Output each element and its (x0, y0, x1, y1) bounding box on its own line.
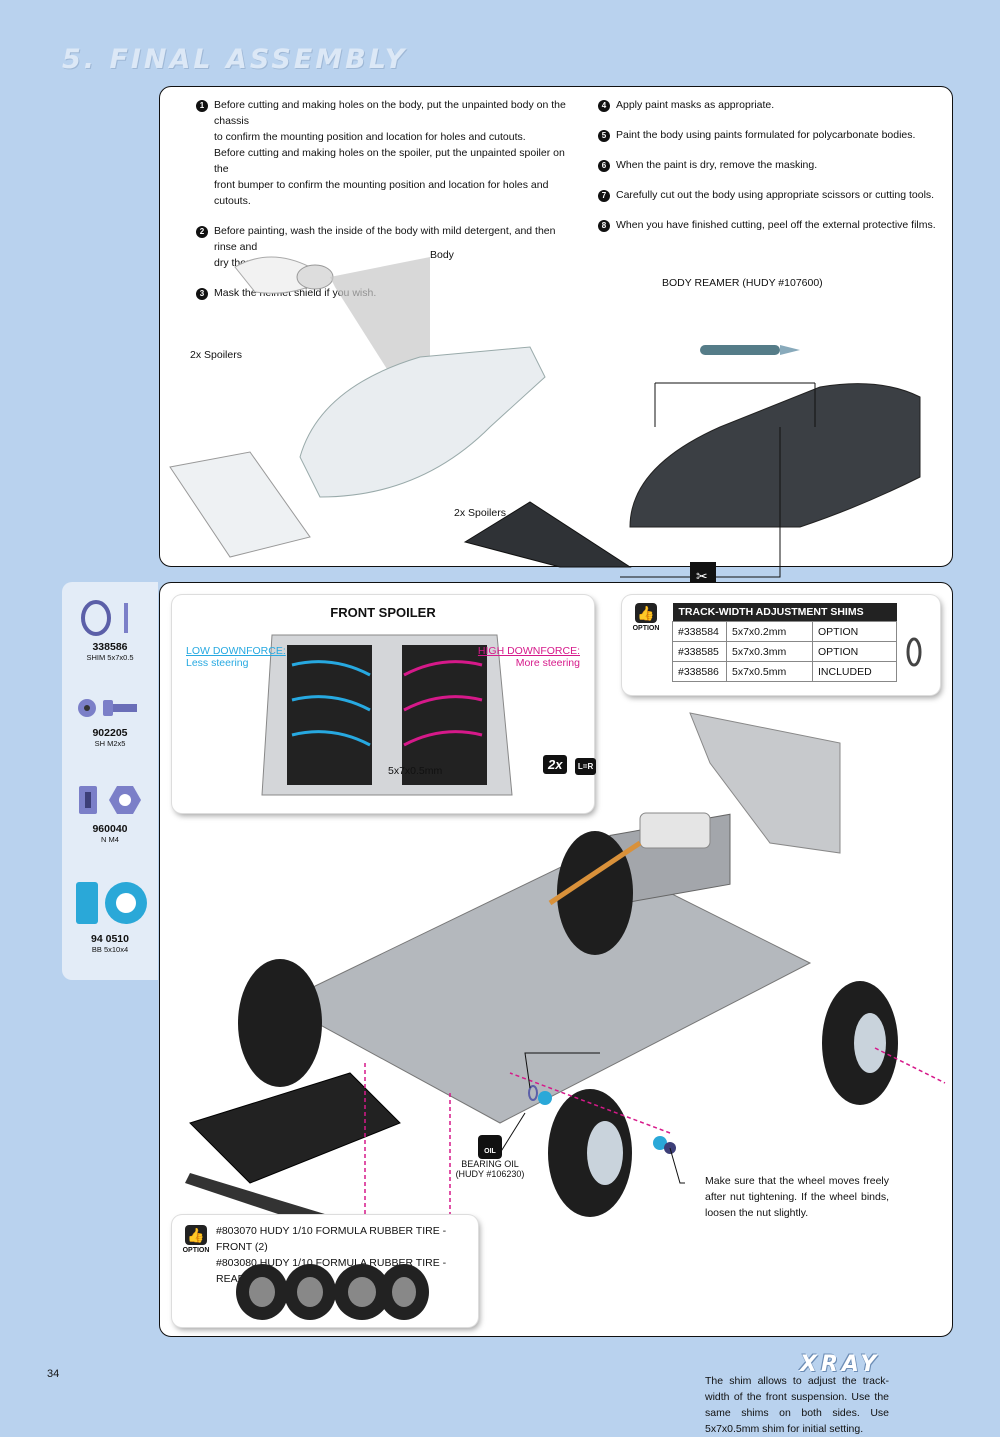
option-badge-shims: 👍 OPTION (632, 603, 660, 632)
front-spoiler-title: FRONT SPOILER (330, 605, 436, 620)
car-chassis-illustration (185, 712, 946, 1258)
parts-sidebar: 338586 SHIM 5x7x0.5 902205 SH M2x5 96004… (62, 582, 158, 980)
list-item: #803070 HUDY 1/10 FORMULA RUBBER TIRE - … (216, 1225, 447, 1253)
part-shim: 338586 SHIM 5x7x0.5 (62, 600, 158, 662)
oil-icon: OIL (478, 1135, 502, 1159)
page-title: 5. FINAL ASSEMBLY (62, 44, 408, 75)
shims-table-header: TRACK-WIDTH ADJUSTMENT SHIMS (672, 603, 897, 622)
thumbs-up-icon: 👍 (185, 1225, 207, 1245)
page-number: 34 (47, 1368, 60, 1380)
part-nut: 960040 N M4 (62, 782, 158, 844)
bearing-oil: OIL BEARING OIL (HUDY #106230) (450, 1135, 530, 1179)
shim-note: The shim allows to adjust the track-widt… (705, 1375, 889, 1435)
shims-box: 👍 OPTION TRACK-WIDTH ADJUSTMENT SHIMS #3… (622, 595, 940, 695)
chassis-assembly-panel: FRONT SPOILER LOW DOWNFORCE: Less steeri… (159, 582, 953, 1435)
front-spoiler-box: FRONT SPOILER LOW DOWNFORCE: Less steeri… (172, 595, 594, 813)
tires-image (236, 1264, 429, 1320)
multiplier-badge: 2x (543, 755, 568, 774)
svg-text:✂: ✂ (696, 568, 708, 584)
left-equals-right-badge: L=R (574, 758, 597, 775)
body-illustration: ✂ (169, 256, 921, 588)
xray-logo: XRAY (800, 1352, 881, 1377)
body-label: Body (430, 249, 454, 261)
low-downforce: LOW DOWNFORCE: Less steering (186, 645, 286, 669)
spoilers-label-left: 2x Spoilers (190, 349, 242, 361)
high-downforce: HIGH DOWNFORCE: More steering (477, 645, 580, 669)
multiplier-badges: 2x L=R (543, 755, 597, 775)
part-bearing: 94 0510 BB 5x10x4 (62, 878, 158, 954)
tire-list: #803070 HUDY 1/10 FORMULA RUBBER TIRE - … (216, 1223, 478, 1287)
part-screw: 902205 SH M2x5 (62, 694, 158, 748)
thumbs-up-icon: 👍 (635, 603, 657, 623)
spoilers-label-bottom: 2x Spoilers (454, 507, 506, 519)
option-badge-tires: 👍 OPTION (182, 1225, 210, 1254)
tires-box: 👍 OPTION #803070 HUDY 1/10 FORMULA RUBBE… (172, 1215, 478, 1327)
wheel-note: Make sure that the wheel moves freely af… (705, 1175, 889, 1219)
reamer-label: BODY REAMER (HUDY #107600) (662, 277, 823, 289)
nut-icon (79, 786, 141, 814)
shim-size-label: 5x7x0.5mm (388, 765, 443, 777)
shim-ring-icon (906, 637, 922, 667)
shim-icon (81, 600, 128, 636)
bearing-icon (76, 882, 147, 924)
screw-icon (78, 699, 137, 717)
spoiler-diagram (261, 634, 513, 796)
